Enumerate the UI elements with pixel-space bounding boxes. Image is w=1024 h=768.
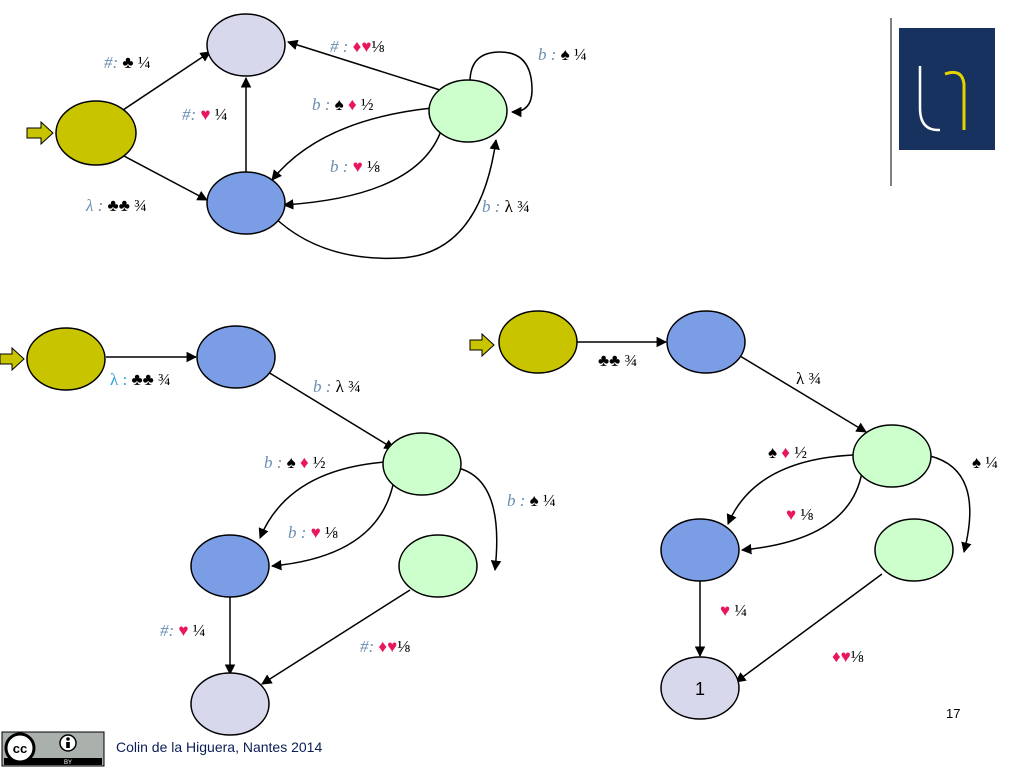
state-green (852, 424, 932, 488)
state-green-2 (398, 534, 478, 598)
label-green-loop: b : ♠ ¼ (538, 45, 587, 64)
by-label: BY (64, 760, 72, 766)
cc-license-badge[interactable]: cc BY (1, 731, 105, 767)
state-final (206, 13, 286, 77)
entry-arrow-icon (469, 332, 495, 358)
edge-blue-to-green (739, 355, 867, 433)
entry-arrow-icon (26, 120, 54, 146)
label-green-to-blue-outer: ♠ ♦ ½ (768, 443, 807, 462)
state-initial (26, 327, 106, 391)
label-green2-to-final: #: ♦♥⅛ (360, 637, 410, 656)
final-state-label: 1 (695, 679, 705, 699)
state-blue (196, 325, 276, 389)
label-green-to-blue-outer: b : ♠ ♦ ½ (264, 453, 326, 472)
edge-green-to-green2 (457, 467, 502, 572)
label-blue-to-green: b : λ ¾ (313, 377, 361, 396)
cc-icon (4, 732, 36, 764)
edge-green-loop (469, 51, 533, 118)
logo-white-stroke (918, 66, 940, 132)
edge-green-to-blue-inner (282, 127, 443, 210)
label-green-to-blue-inner: ♥ ⅛ (786, 505, 813, 524)
label-init-to-blue: ♣♣ ¾ (598, 351, 637, 370)
label-green2-to-final: ♦♥⅛ (832, 647, 864, 666)
cc-badge-bar (4, 758, 102, 765)
diagram-1: #: ♣ ¼ λ : ♣♣ ¾ #: ♥ ¼ # : ♦♥⅛ b : ♠ ¼ b… (26, 13, 587, 260)
state-green-2 (874, 518, 954, 582)
label-green-to-blue-outer: b : ♠ ♦ ½ (312, 95, 374, 114)
state-final (190, 672, 270, 736)
edge-blue-to-green (271, 138, 500, 260)
diagram-3: 1 ♣♣ ¾ λ ¾ ♠ ♦ ½ ♥ ⅛ ♠ ¼ ♥ ¼ ♦♥⅛ (469, 310, 998, 720)
state-blue (666, 310, 746, 374)
diagram-2: λ : ♣♣ ¾ b : λ ¾ b : ♠ ♦ ½ b : ♥ ⅛ b : ♠… (0, 325, 556, 736)
entry-arrow-icon (0, 346, 25, 372)
state-initial (498, 310, 578, 374)
cc-icon-text: cc (13, 741, 27, 756)
state-initial (55, 100, 137, 166)
state-green (382, 432, 462, 496)
edge-green-to-green2 (929, 455, 972, 554)
label-green-to-green2: ♠ ¼ (972, 453, 998, 472)
edge-green-to-blue-outer (271, 107, 433, 181)
edge-green-to-blue-inner (270, 479, 395, 571)
logo-background (899, 28, 995, 150)
label-init-to-blue: λ : ♣♣ ¾ (85, 196, 147, 215)
label-init-to-final: #: ♣ ¼ (104, 53, 151, 72)
state-green (428, 79, 508, 143)
label-green-to-blue-inner: b : ♥ ⅛ (288, 523, 338, 542)
edge-init-to-blue (123, 155, 208, 201)
edge-init-to-final (119, 51, 211, 113)
label-green-to-green2: b : ♠ ¼ (507, 491, 556, 510)
label-blue-to-final: #: ♥ ¼ (160, 621, 206, 640)
page-number: 17 (946, 706, 960, 721)
label-green-to-blue-inner: b : ♥ ⅛ (330, 157, 380, 176)
edge-green2-to-final (261, 589, 411, 685)
state-blue-2 (190, 534, 270, 598)
university-logo (899, 28, 995, 150)
label-blue-to-final: #: ♥ ¼ (182, 105, 228, 124)
edge-green-to-final (286, 39, 441, 91)
state-blue-2 (660, 518, 740, 582)
state-blue (206, 171, 286, 235)
edge-green-to-blue-inner (740, 471, 863, 555)
label-init-to-blue: λ : ♣♣ ¾ (110, 370, 171, 389)
label-blue-to-green: b : λ ¾ (482, 197, 530, 216)
by-person-head (66, 737, 70, 741)
state-final (660, 656, 740, 720)
logo-gold-stroke (944, 70, 966, 130)
edge-green-to-blue-outer (258, 461, 386, 539)
footer-credit: Colin de la Higuera, Nantes 2014 (116, 739, 322, 755)
edge-green-to-blue-outer (726, 454, 854, 525)
label-blue-to-final: ♥ ¼ (720, 601, 747, 620)
edge-green2-to-final (735, 573, 883, 683)
by-person-body (66, 742, 70, 748)
edge-blue-to-green (267, 371, 395, 450)
label-green-to-final: # : ♦♥⅛ (330, 37, 384, 56)
label-blue-to-green: λ ¾ (796, 369, 821, 388)
